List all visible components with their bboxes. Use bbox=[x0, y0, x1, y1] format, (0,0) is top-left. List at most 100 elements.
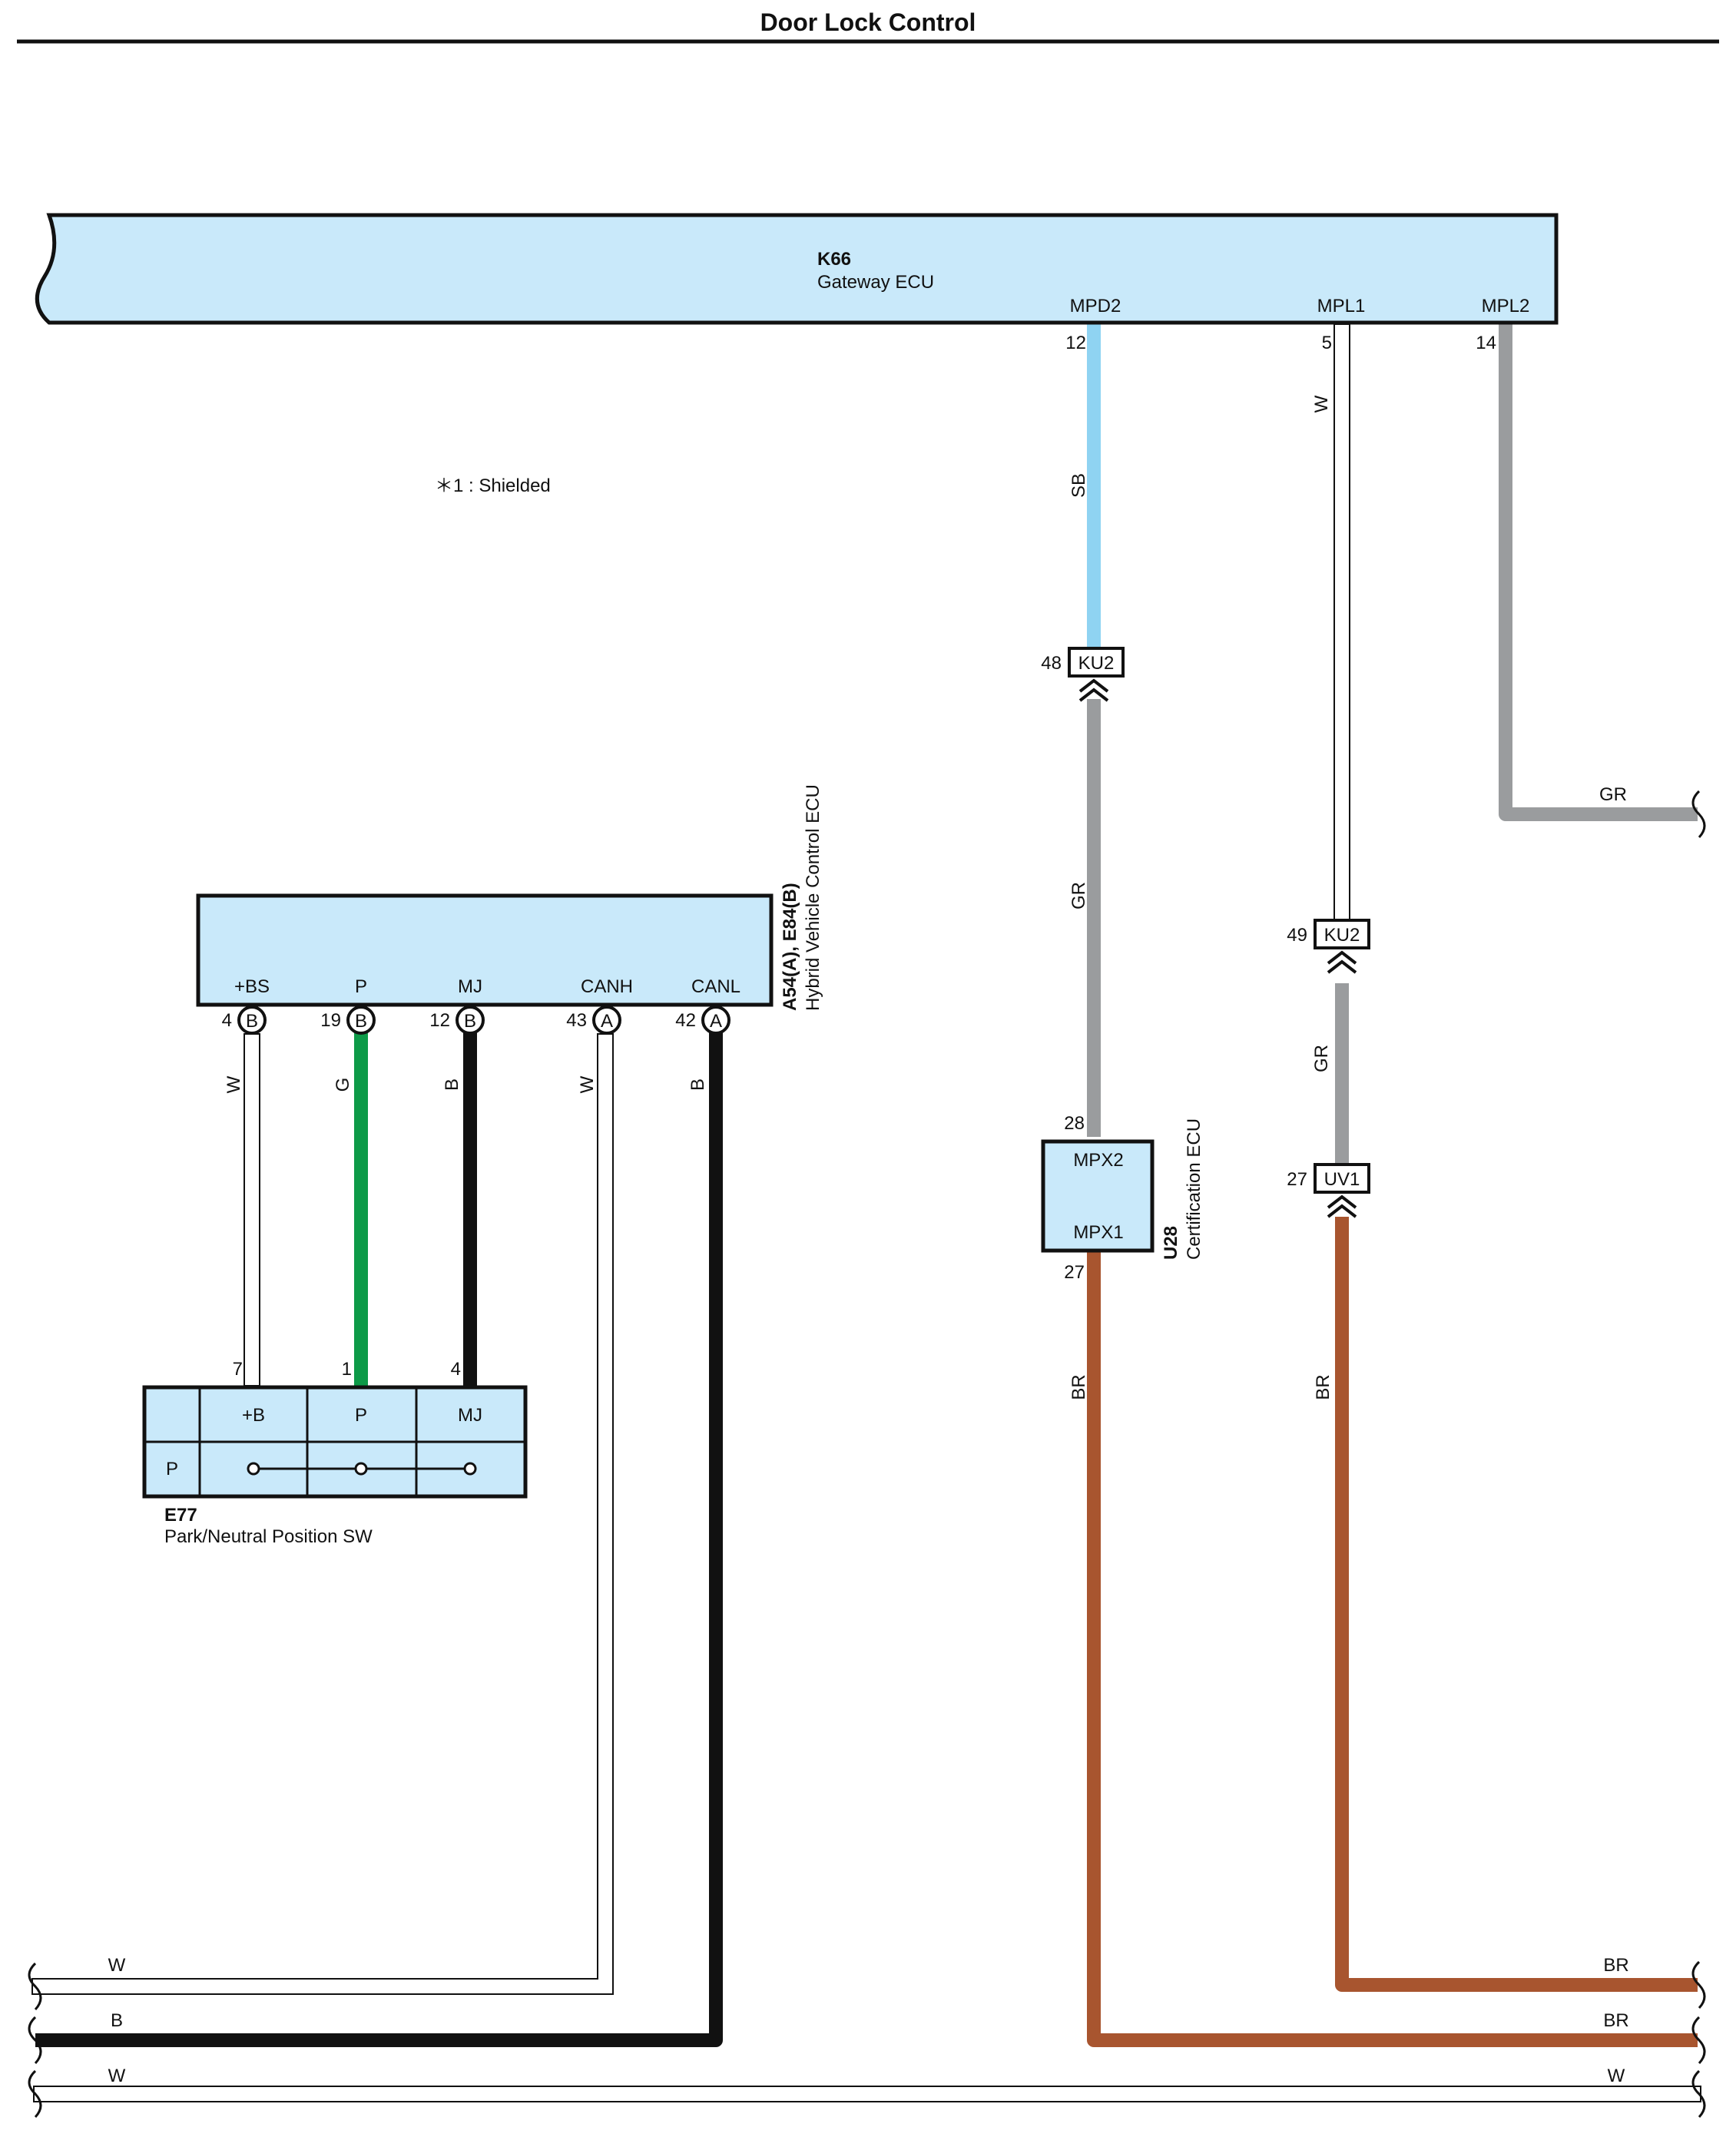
chevron-icon bbox=[1327, 1204, 1357, 1218]
hv-pinnum: 42 bbox=[675, 1010, 696, 1031]
bus-label-right-w: W bbox=[1608, 2066, 1625, 2086]
pn-pinnum-4: 4 bbox=[451, 1359, 461, 1380]
gateway-ecu-box bbox=[35, 213, 1559, 325]
pn-pinnum-1: 1 bbox=[342, 1359, 352, 1380]
cert-pin-mpx2: MPX2 bbox=[1073, 1150, 1123, 1171]
pn-col-mj: MJ bbox=[458, 1405, 482, 1426]
wire-label-w: W bbox=[1311, 395, 1332, 413]
hv-pin-canh: CANH bbox=[581, 976, 633, 997]
pn-row-label: P bbox=[166, 1459, 178, 1479]
bus-label-left-b: B bbox=[111, 2010, 123, 2031]
pn-switch-name: Park/Neutral Position SW bbox=[164, 1526, 373, 1547]
gateway-code: K66 bbox=[817, 249, 851, 270]
wire-label-w: W bbox=[224, 1075, 244, 1093]
hv-ecu-box bbox=[196, 893, 774, 1007]
hv-ecu-code: A54(A), E84(B) bbox=[780, 883, 800, 1011]
pn-switch-contact-p bbox=[354, 1462, 368, 1476]
chevron-icon bbox=[1078, 688, 1109, 702]
pn-col-b: +B bbox=[242, 1405, 265, 1426]
wire-label-b: B bbox=[442, 1078, 462, 1091]
pn-switch-code: E77 bbox=[164, 1505, 197, 1526]
shielded-note: ＊1 : Shielded bbox=[435, 475, 551, 496]
wire-label-gr: GR bbox=[1599, 784, 1627, 805]
wire-canl-b bbox=[35, 1032, 723, 2047]
wire-label-b: B bbox=[687, 1078, 708, 1091]
connector-label: KU2 bbox=[1078, 653, 1115, 674]
gateway-pin-mpl1: MPL1 bbox=[1317, 296, 1366, 316]
bus-label-left-w2: W bbox=[108, 2066, 126, 2086]
pn-switch bbox=[142, 1385, 528, 1499]
wire-label-w: W bbox=[577, 1075, 598, 1093]
hv-pin-terminal-p: B 19 bbox=[320, 1006, 376, 1035]
connector-num: 49 bbox=[1287, 925, 1307, 946]
pn-col-p: P bbox=[355, 1405, 367, 1426]
wire-bus-w bbox=[33, 2086, 1701, 2102]
break-left-w2 bbox=[28, 2069, 42, 2119]
hv-conn-letter: A bbox=[710, 1011, 722, 1032]
hv-pin-p: P bbox=[355, 976, 367, 997]
cert-ecu-name: Certification ECU bbox=[1184, 1118, 1204, 1260]
bus-label-left-w1: W bbox=[108, 1955, 126, 1976]
wire-bs-w bbox=[244, 1033, 260, 1387]
wire-uv1-br bbox=[1335, 1217, 1698, 1992]
hv-pinnum: 12 bbox=[429, 1010, 450, 1031]
cert-ecu-code: U28 bbox=[1161, 1226, 1181, 1260]
cert-pin-mpx1: MPX1 bbox=[1073, 1222, 1123, 1243]
chevron-icon bbox=[1327, 1194, 1357, 1209]
hv-ecu-name: Hybrid Vehicle Control ECU bbox=[803, 784, 823, 1011]
wire-label-gr: GR bbox=[1068, 882, 1089, 909]
break-right-gr bbox=[1691, 790, 1706, 839]
hv-pin-terminal-canl: A 42 bbox=[675, 1006, 731, 1035]
connector-ku2-49: KU2 49 bbox=[1287, 919, 1370, 974]
hv-pin-mj: MJ bbox=[458, 976, 482, 997]
connector-num: 48 bbox=[1041, 653, 1062, 674]
gateway-pin-mpd2: MPD2 bbox=[1070, 296, 1121, 316]
cert-ecu-box bbox=[1041, 1139, 1155, 1253]
hv-conn-letter: B bbox=[464, 1011, 476, 1032]
wire-label-br: BR bbox=[1313, 1374, 1333, 1400]
hv-conn-letter: B bbox=[246, 1011, 258, 1032]
hv-pinnum: 43 bbox=[566, 1010, 587, 1031]
connector-ku2-48: KU2 48 bbox=[1041, 647, 1125, 702]
hv-pin-bs: +BS bbox=[234, 976, 270, 997]
cert-pinnum-28: 28 bbox=[1064, 1113, 1085, 1134]
hv-conn-letter: A bbox=[601, 1011, 613, 1032]
chevron-icon bbox=[1078, 678, 1109, 693]
hv-pinnum: 19 bbox=[320, 1010, 341, 1031]
hv-pinnum: 4 bbox=[222, 1010, 232, 1031]
cert-pinnum-27: 27 bbox=[1064, 1262, 1085, 1283]
break-right-br1 bbox=[1691, 1960, 1706, 2009]
hv-pin-canl: CANL bbox=[691, 976, 740, 997]
break-right-w bbox=[1691, 2069, 1706, 2119]
gateway-pinnum-12: 12 bbox=[1065, 333, 1086, 353]
wire-label-g: G bbox=[333, 1078, 353, 1092]
bus-label-right-br1: BR bbox=[1603, 1955, 1628, 1976]
connector-label: KU2 bbox=[1324, 925, 1360, 946]
gateway-pinnum-5: 5 bbox=[1322, 333, 1332, 353]
pn-pinnum-7: 7 bbox=[233, 1359, 243, 1380]
hv-pin-terminal-canh: A 43 bbox=[566, 1006, 621, 1035]
wire-mpl1-w bbox=[1333, 323, 1350, 933]
wire-label-gr: GR bbox=[1311, 1045, 1332, 1072]
chevron-icon bbox=[1327, 959, 1357, 974]
wire-mpx1-br bbox=[1087, 1244, 1698, 2047]
gateway-name: Gateway ECU bbox=[817, 272, 934, 293]
connector-num: 27 bbox=[1287, 1169, 1307, 1190]
bus-label-right-br2: BR bbox=[1603, 2010, 1628, 2031]
hv-pin-terminal-mj: B 12 bbox=[429, 1006, 485, 1035]
connector-uv1-27: UV1 27 bbox=[1287, 1163, 1370, 1218]
wire-canh-w bbox=[31, 1033, 614, 1995]
hv-pin-terminal-bs: B 4 bbox=[222, 1006, 267, 1035]
wire-mpl2-gr bbox=[1499, 324, 1698, 821]
wire-label-br: BR bbox=[1068, 1374, 1089, 1400]
pn-switch-contact-b bbox=[247, 1462, 260, 1476]
gateway-pinnum-14: 14 bbox=[1476, 333, 1496, 353]
hv-conn-letter: B bbox=[355, 1011, 367, 1032]
connector-label: UV1 bbox=[1324, 1169, 1360, 1190]
chevron-icon bbox=[1327, 950, 1357, 965]
gateway-pin-mpl2: MPL2 bbox=[1482, 296, 1530, 316]
break-left-b bbox=[28, 2016, 42, 2065]
break-right-br2 bbox=[1691, 2016, 1706, 2065]
page-title: Door Lock Control bbox=[760, 8, 976, 36]
pn-switch-contact-mj bbox=[463, 1462, 477, 1476]
